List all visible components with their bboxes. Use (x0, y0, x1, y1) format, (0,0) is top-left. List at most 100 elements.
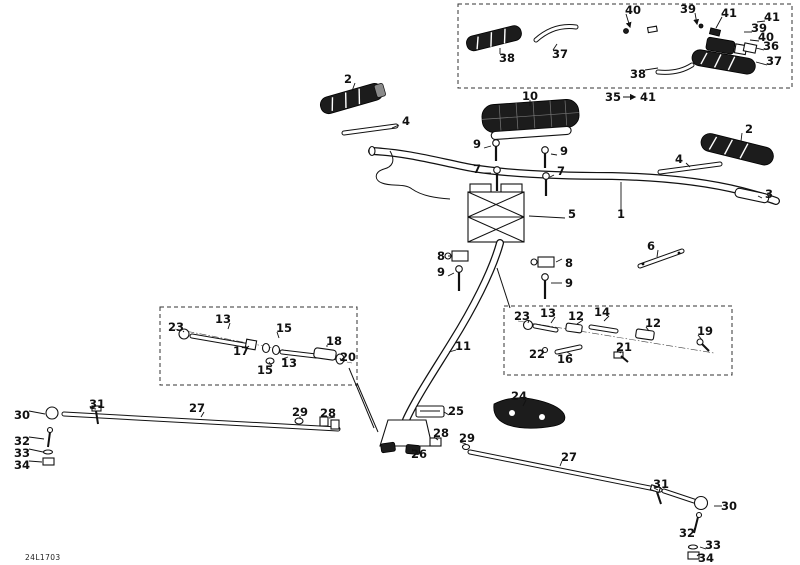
part-label-6: 6 (647, 239, 655, 253)
part-label-27: 27 (189, 401, 205, 415)
part-label-32: 32 (14, 434, 30, 448)
grip-assembly-detail-right (655, 36, 758, 75)
leader-line-32 (693, 527, 696, 530)
part-label-1: 1 (617, 207, 625, 221)
leader-line-23 (527, 319, 530, 324)
right-rod-end-hardware (687, 511, 703, 560)
part-label-8: 8 (437, 249, 445, 263)
leader-line-13 (227, 322, 231, 330)
leader-line-27 (559, 460, 563, 467)
leader-line-27 (200, 411, 205, 418)
part-label-26: 26 (411, 447, 427, 461)
right-grip (700, 133, 774, 166)
part-label-39: 39 (680, 2, 696, 16)
leader-line-15 (268, 361, 273, 367)
part-label-40: 40 (625, 3, 641, 17)
leader-line-8 (555, 258, 563, 263)
part-label-37: 37 (766, 54, 782, 68)
fasteners-detail (623, 23, 722, 37)
part-label-9: 9 (565, 276, 573, 290)
part-label-40: 40 (758, 30, 774, 44)
part-label-30: 30 (721, 499, 737, 513)
leader-line-31 (653, 487, 659, 491)
left-grip (319, 83, 386, 115)
part-label-41: 41 (640, 90, 656, 104)
leader-line-39 (693, 12, 700, 26)
heater-cable (375, 150, 451, 200)
leader-line-41 (756, 20, 766, 23)
detail-box-handle-controls (457, 3, 793, 89)
part-label-13: 13 (540, 306, 556, 320)
leader-line-3 (757, 195, 763, 199)
leader-line-29 (459, 441, 467, 445)
steering-strap (637, 248, 685, 269)
part-label-13: 13 (281, 356, 297, 370)
leader-line-33 (28, 448, 44, 453)
part-label-33: 33 (705, 538, 721, 552)
part-label-29: 29 (459, 431, 475, 445)
part-label-38: 38 (630, 67, 646, 81)
part-label-29: 29 (292, 405, 308, 419)
part-label-28: 28 (320, 406, 336, 420)
detail-box-tie-rod-left (159, 306, 358, 386)
leader-line-2 (351, 82, 356, 92)
part-label-13: 13 (215, 312, 231, 326)
leader-line-38 (644, 67, 659, 71)
leader-line-5 (528, 215, 566, 219)
part-label-30: 30 (14, 408, 30, 422)
leader-line-4 (685, 162, 691, 168)
leader-line-26 (411, 448, 414, 451)
leader-line-23 (182, 330, 185, 333)
leader-line-34 (696, 553, 700, 557)
leader-line-7 (549, 174, 555, 178)
steering-arm (493, 397, 566, 429)
part-label-17: 17 (233, 344, 249, 358)
left-tie-rod (45, 405, 341, 432)
leader-line-21 (616, 350, 622, 354)
part-label-34: 34 (14, 458, 30, 472)
part-label-41: 41 (764, 10, 780, 24)
part-label-41: 41 (721, 6, 737, 20)
leader-line-28 (328, 416, 336, 419)
part-label-2: 2 (745, 122, 753, 136)
handlebar-pad (481, 99, 580, 141)
left-rod-end-hardware (42, 426, 55, 466)
leader-line-40 (625, 13, 632, 29)
part-label-11: 11 (455, 339, 471, 353)
leader-line-37 (755, 61, 768, 66)
leader-line-16 (566, 351, 573, 356)
part-label-9: 9 (560, 144, 568, 158)
part-label-3: 3 (765, 187, 773, 201)
leader-line-33 (699, 546, 707, 550)
part-label-36: 36 (763, 39, 779, 53)
leader-line-32 (28, 436, 45, 440)
riser-block (467, 183, 525, 243)
leader-line-31 (89, 407, 97, 410)
leader-line-19 (697, 334, 703, 341)
leader-line-15 (276, 331, 280, 339)
leader-line-2 (740, 132, 743, 142)
leader-line-30 (28, 410, 46, 415)
part-label-2: 2 (344, 72, 352, 86)
part-label-31: 31 (653, 477, 669, 491)
leader-line-41 (715, 16, 723, 29)
part-label-22: 22 (529, 347, 545, 361)
part-label-33: 33 (14, 446, 30, 460)
leader-line-25 (443, 411, 450, 416)
part-label-19: 19 (697, 324, 713, 338)
leader-line-20 (339, 357, 342, 362)
steering-column (379, 239, 504, 455)
part-label-4: 4 (402, 114, 410, 128)
part-label-31: 31 (89, 397, 105, 411)
part-label-12: 12 (568, 309, 584, 323)
part-label-7: 7 (557, 164, 565, 178)
leader-line-14 (603, 315, 610, 322)
leader-line-28 (433, 436, 439, 441)
part-label-38: 38 (499, 51, 515, 65)
part-label-5: 5 (568, 207, 576, 221)
detail-box-tie-rod-right (503, 305, 733, 376)
tie-rod-detail-left (174, 328, 353, 365)
